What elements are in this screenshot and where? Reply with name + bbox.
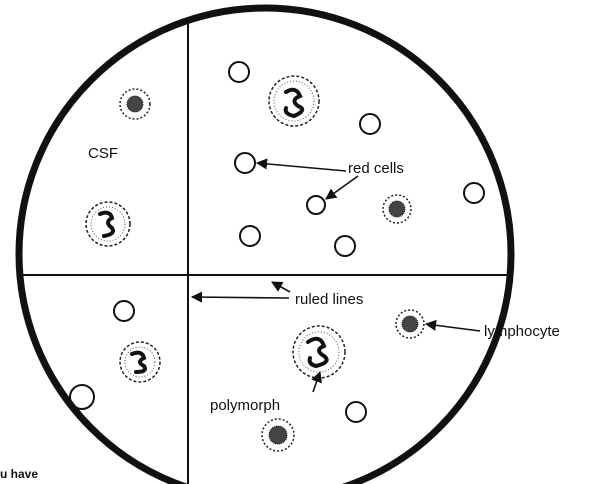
label-ruled-lines: ruled lines bbox=[295, 291, 363, 308]
label-lymphocyte: lymphocyte bbox=[484, 323, 560, 340]
label-red-cells: red cells bbox=[348, 160, 404, 177]
label-polymorph: polymorph bbox=[210, 397, 280, 414]
footer-text-fragment: u have bbox=[0, 467, 38, 481]
label-csf: CSF bbox=[88, 145, 118, 162]
arrow-ruled-lines-vertical bbox=[192, 297, 289, 298]
